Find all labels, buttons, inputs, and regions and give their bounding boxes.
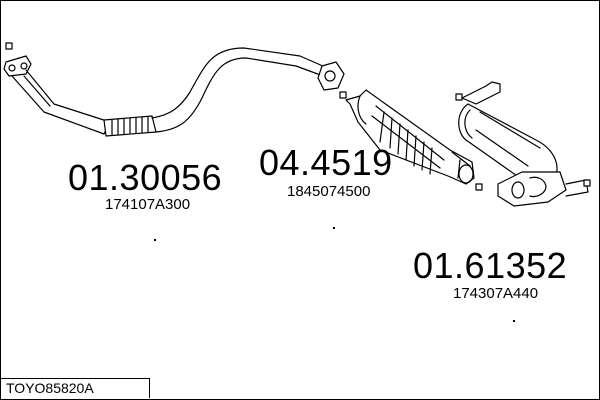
part-number-rear-silencer: 01.61352: [413, 245, 568, 286]
reference-dot: [333, 227, 335, 229]
reference-dot: [513, 320, 515, 322]
oem-number-front-pipe: 174107A300: [105, 196, 191, 213]
oem-number-rear-silencer: 174307A440: [453, 285, 539, 302]
reference-dot: [154, 239, 156, 241]
oem-number-catalytic-converter: 1845074500: [287, 183, 371, 200]
part-number-catalytic-converter: 04.4519: [259, 142, 393, 183]
rear-silencer: [455, 81, 591, 207]
front-pipe: [3, 42, 345, 137]
catalytic-converter: [339, 89, 483, 191]
footer-code-box: [0, 378, 150, 398]
part-number-front-pipe: 01.30056: [68, 157, 223, 198]
footer-code: TOYO85820A: [6, 380, 94, 396]
